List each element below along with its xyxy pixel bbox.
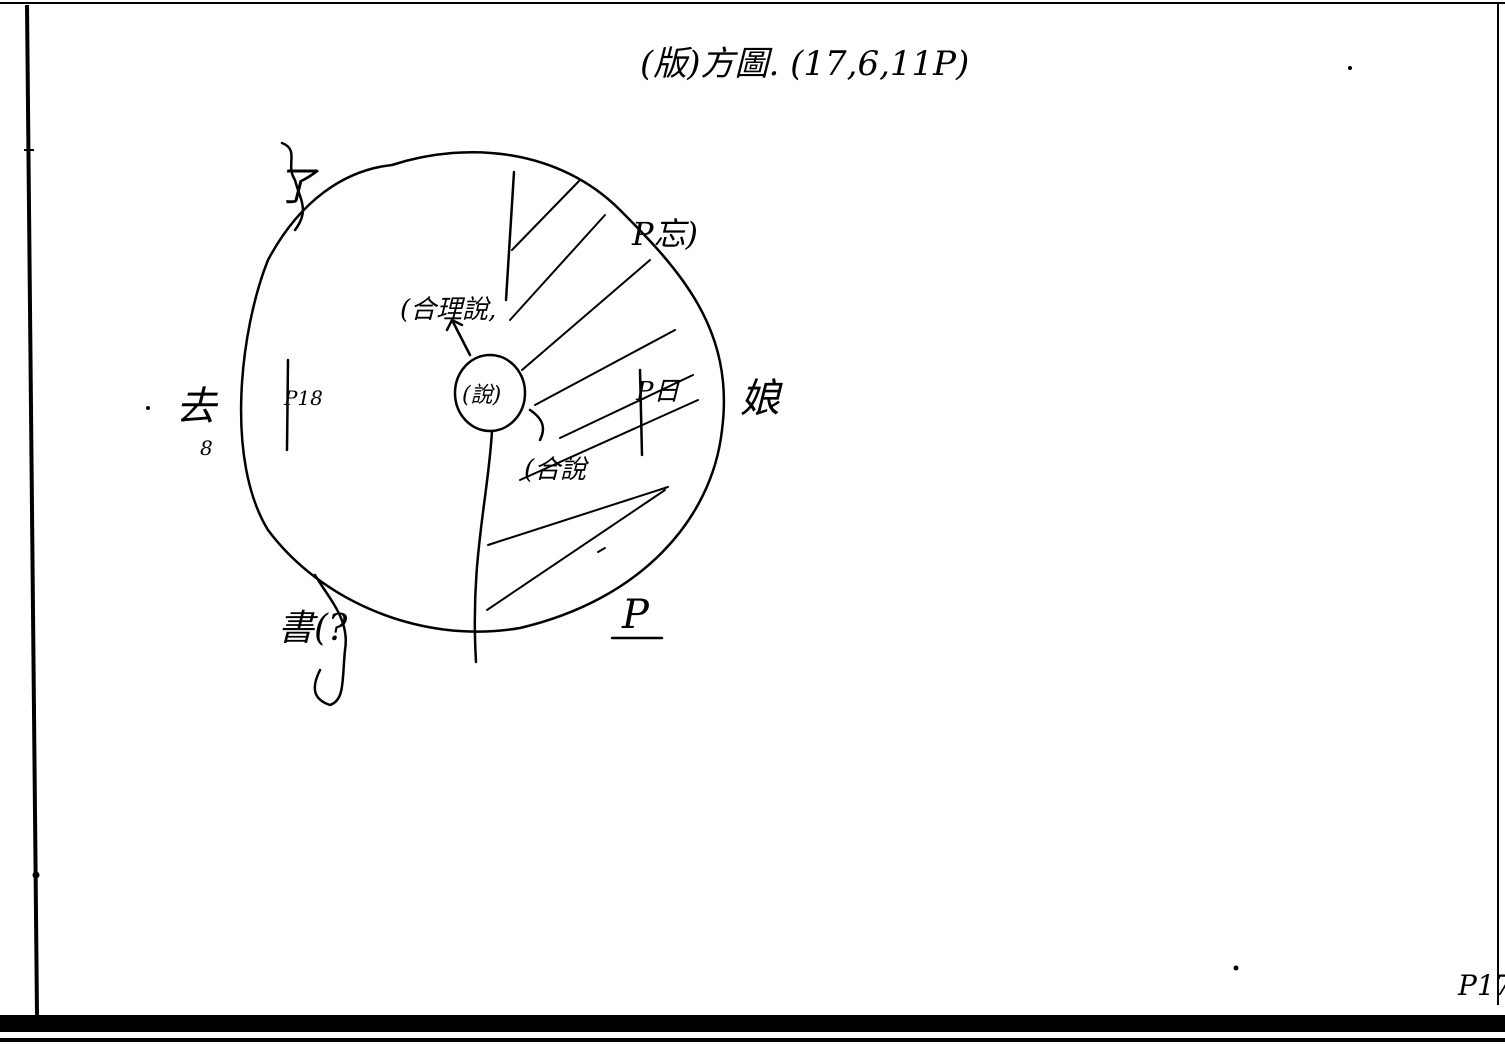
center-circle bbox=[453, 353, 527, 433]
inner-right-mark bbox=[638, 368, 644, 457]
circle-diagram bbox=[146, 141, 726, 707]
hatching bbox=[486, 179, 699, 611]
bottom-left-squiggle bbox=[313, 573, 348, 707]
label-left: 去 bbox=[176, 384, 219, 430]
upper-note-arrow bbox=[445, 318, 472, 357]
label-top-right: P忘) bbox=[631, 215, 698, 253]
label-right: 娘 bbox=[740, 376, 783, 422]
note-upper: (合理說, bbox=[400, 295, 496, 325]
label-inner-left: P18 bbox=[283, 386, 323, 410]
note-lower: (合說 bbox=[524, 455, 589, 485]
label-top-left: 了 bbox=[276, 164, 319, 210]
page-title: (版)方圖. (17,6,11P) bbox=[640, 44, 969, 84]
label-bottom-left: 書(? bbox=[278, 608, 348, 649]
inner-left-mark bbox=[285, 358, 290, 452]
center-label: (說) bbox=[462, 383, 501, 408]
label-bottom-right: P bbox=[621, 592, 650, 638]
divider-upper bbox=[504, 170, 516, 302]
divider-lower bbox=[473, 429, 494, 664]
top-left-squiggle bbox=[280, 141, 305, 232]
lower-note-arrow bbox=[528, 408, 545, 442]
label-left-sub: 8 bbox=[200, 436, 213, 460]
diagram-labels: (說) 了 P忘) 去 8 娘 書(? P P18 P日 (合理說, (合說 bbox=[176, 164, 783, 649]
page-number: P17 bbox=[1457, 969, 1505, 1002]
label-inner-right: P日 bbox=[635, 377, 680, 407]
outer-circle bbox=[239, 151, 726, 633]
